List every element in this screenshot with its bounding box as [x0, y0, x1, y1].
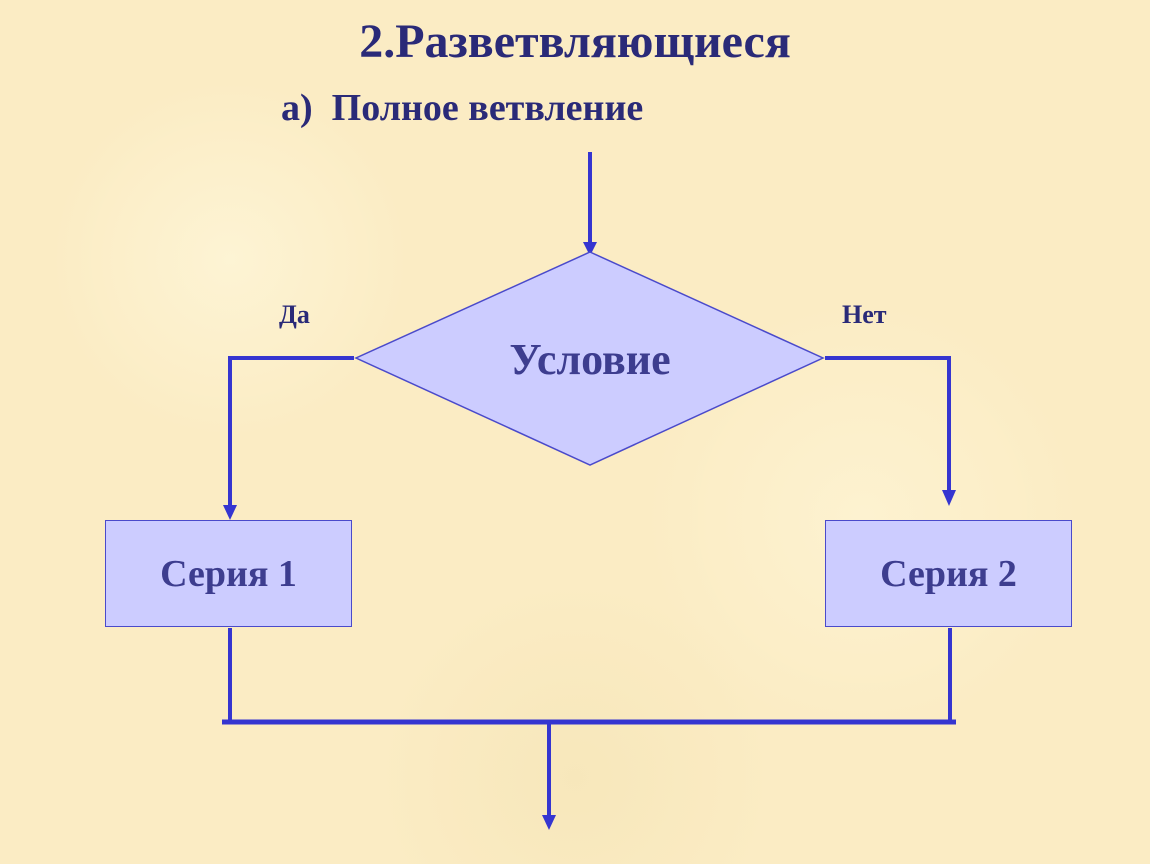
series-2-label: Серия 2 [880, 552, 1017, 595]
page-subtitle: а) Полное ветвление [281, 87, 644, 129]
entry-arrowhead [583, 242, 597, 256]
exit-arrowhead [542, 815, 556, 830]
yes-branch-connector [228, 356, 354, 508]
yes-branch-arrowhead [223, 505, 237, 520]
no-branch-connector [825, 356, 951, 493]
condition-label: Условие [509, 335, 671, 384]
condition-diamond [354, 251, 825, 466]
series-1-box: Серия 1 [105, 520, 352, 627]
no-label: Нет [842, 300, 887, 329]
yes-label: Да [279, 300, 310, 329]
page-title: 2.Разветвляющиеся [359, 15, 791, 68]
no-branch-arrowhead [942, 490, 956, 506]
series-1-label: Серия 1 [160, 552, 297, 595]
series-2-box: Серия 2 [825, 520, 1072, 627]
